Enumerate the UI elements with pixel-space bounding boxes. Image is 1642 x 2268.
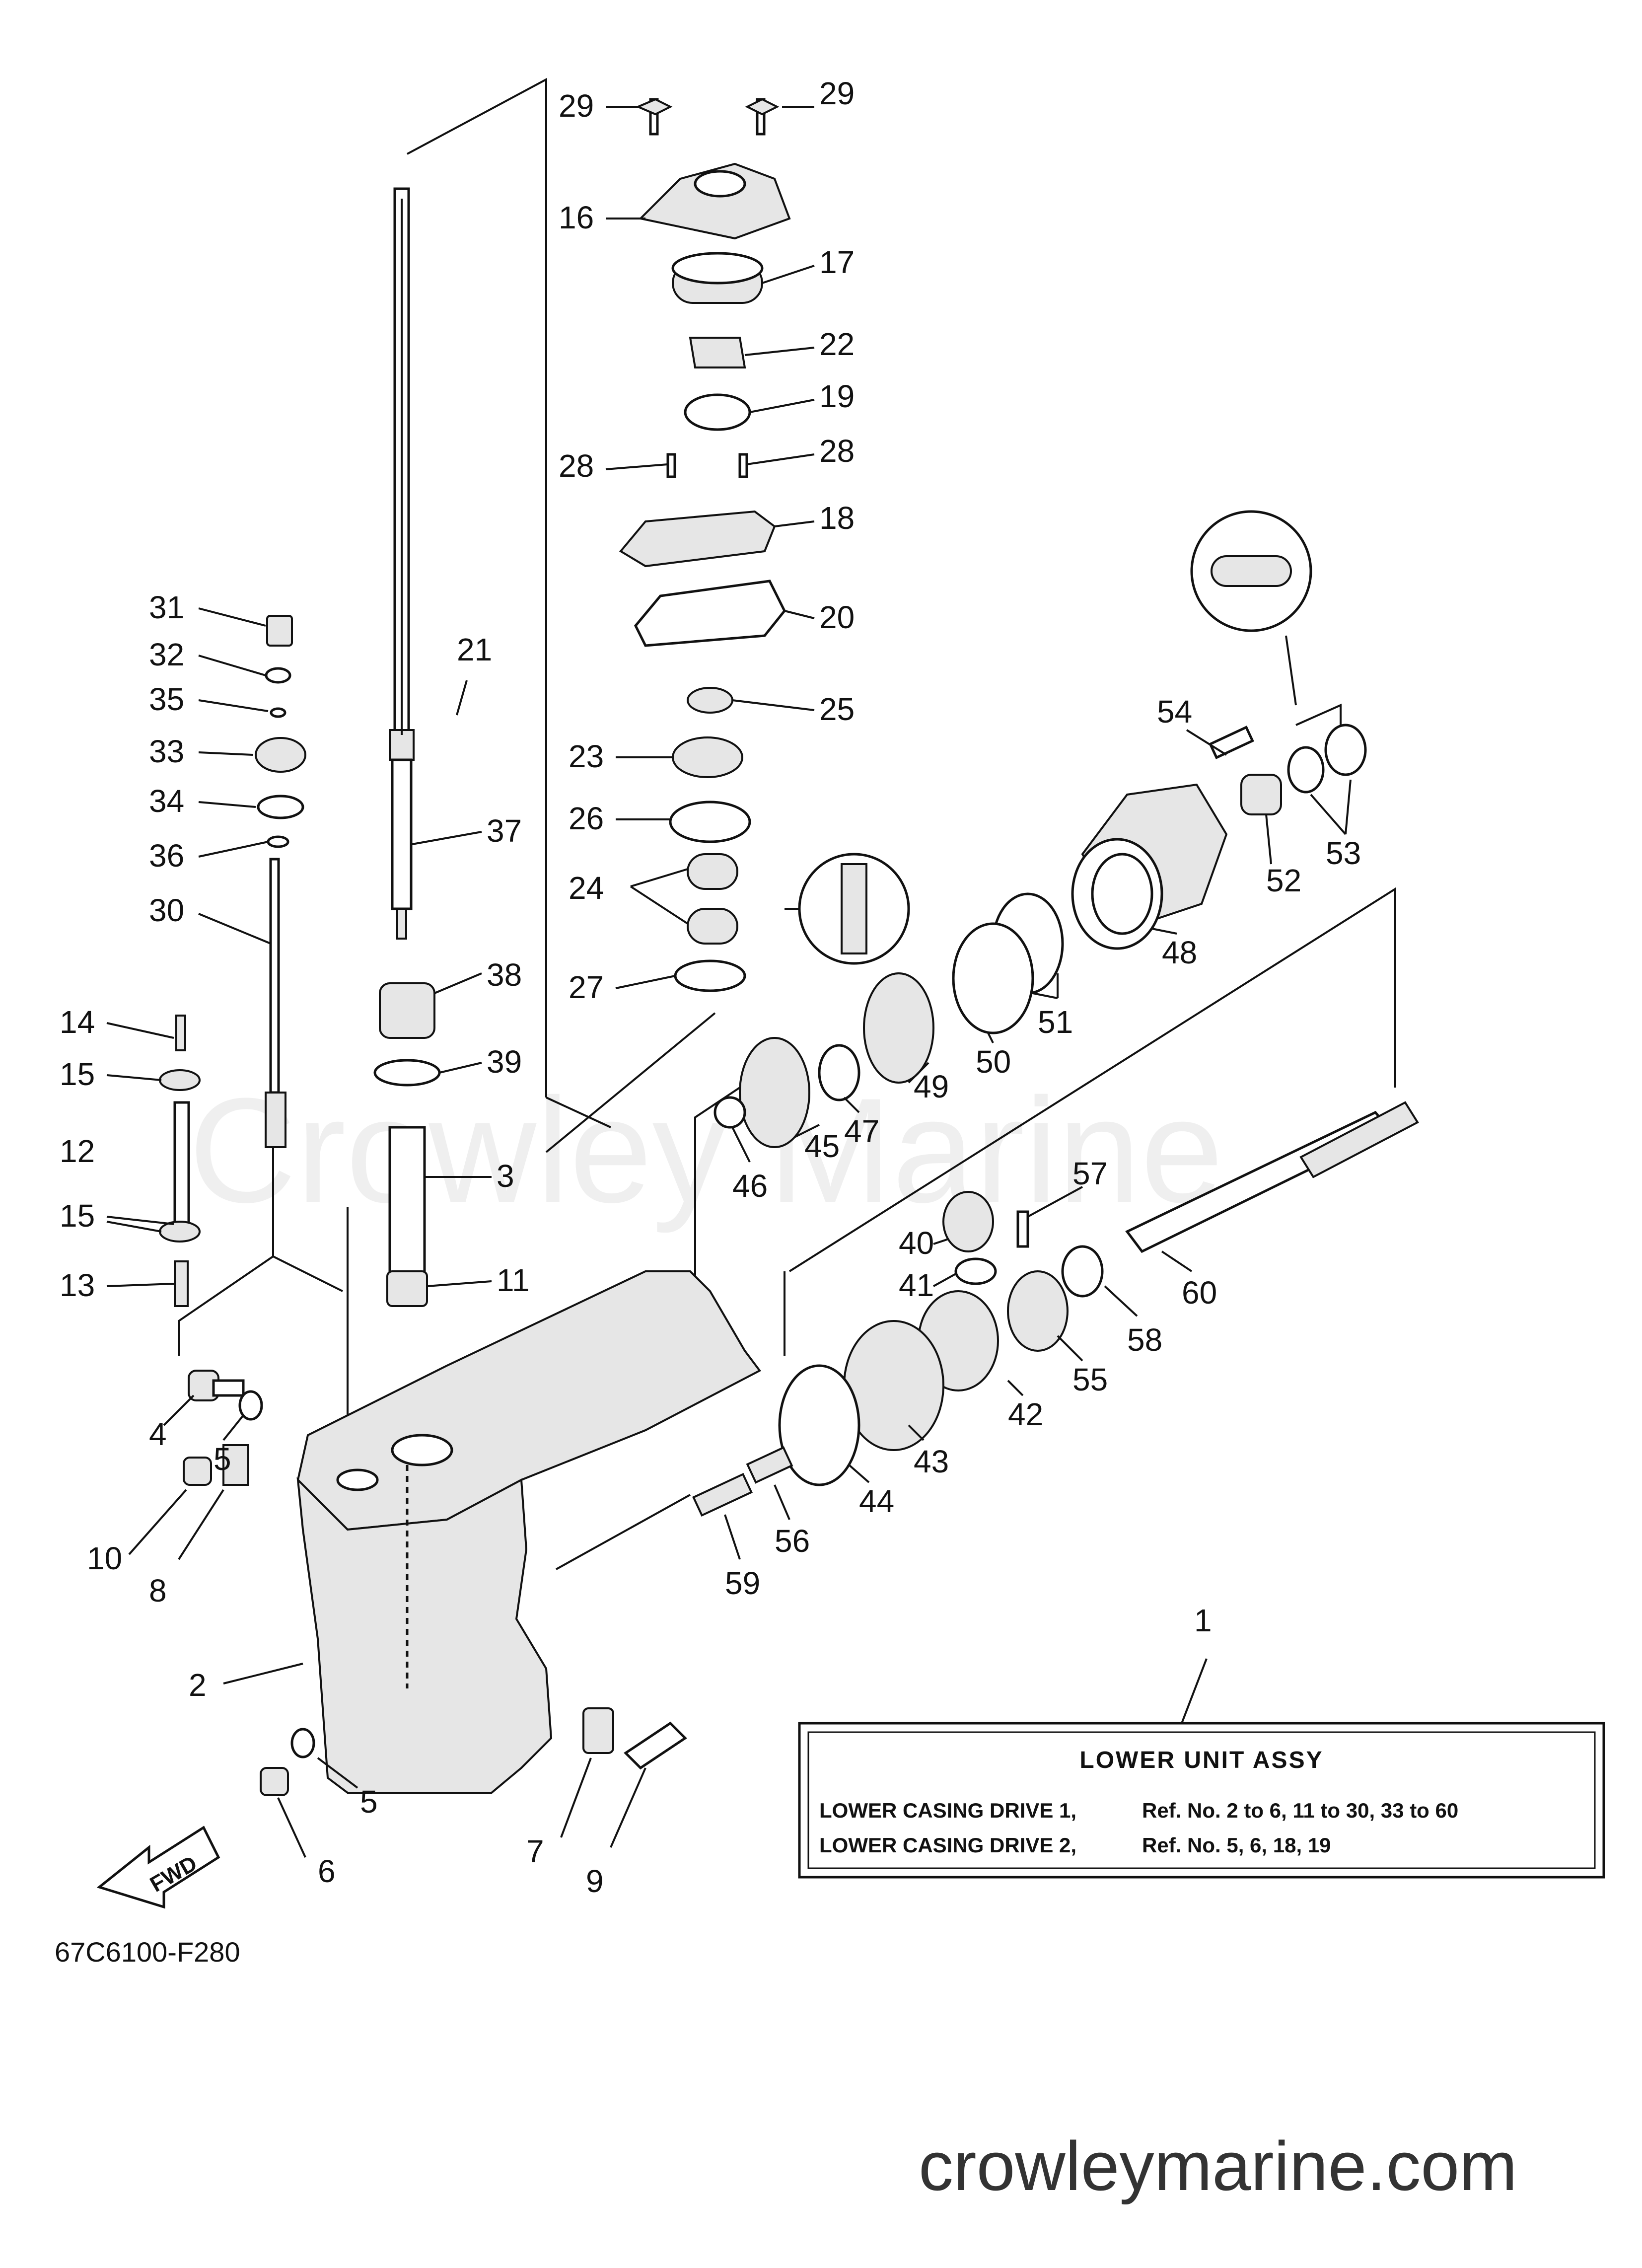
part-label: 45: [804, 1128, 840, 1164]
part-label: 52: [1266, 863, 1301, 898]
leader-lines: [106, 106, 1352, 1858]
part-label: 47: [844, 1113, 879, 1149]
part-label: 44: [859, 1483, 894, 1519]
part-label: 48: [1162, 935, 1197, 970]
part-label: 19: [819, 378, 855, 414]
lower-casing: [296, 1270, 762, 1794]
prop-shaft-housing: [714, 724, 1367, 1148]
table-row-2-name: LOWER CASING DRIVE 2,: [819, 1833, 1076, 1857]
part-label: 9: [586, 1863, 604, 1899]
part-label: 31: [149, 589, 184, 625]
part-label: 29: [559, 88, 594, 124]
part-label: 43: [914, 1444, 949, 1479]
table-row-1-ref: Ref. No. 2 to 6, 11 to 30, 33 to 60: [1142, 1799, 1458, 1822]
part-label: 21: [457, 632, 492, 667]
part-label: 55: [1072, 1362, 1108, 1397]
part-label: 56: [775, 1523, 810, 1559]
part-labels: 29 29 16 17 22 19 28 28 18 20 25 23 26 2…: [60, 75, 1361, 1899]
frame-lines: [178, 77, 1396, 1570]
part-label: 28: [819, 433, 855, 469]
part-label: 5: [360, 1784, 378, 1820]
casing-fasteners: [183, 1370, 687, 1796]
part-label: 3: [497, 1158, 514, 1194]
part-label: 49: [914, 1069, 949, 1104]
part-label: 41: [899, 1267, 934, 1303]
detail-circle-retainer: [1190, 510, 1342, 730]
part-label: 4: [149, 1416, 167, 1452]
part-label: 14: [60, 1004, 95, 1040]
part-label: 13: [60, 1267, 95, 1303]
part-label: 12: [60, 1133, 95, 1169]
part-label: 30: [149, 892, 184, 928]
shaft-bearings: [373, 982, 441, 1307]
assembly-table: LOWER UNIT ASSY LOWER CASING DRIVE 1, Re…: [798, 1722, 1605, 1879]
part-label: 35: [149, 681, 184, 717]
drive-shaft: [389, 187, 415, 940]
part-label: 60: [1182, 1275, 1217, 1311]
part-label: 54: [1157, 694, 1192, 730]
part-label: 22: [819, 326, 855, 362]
fwd-arrow-icon: FWD: [96, 1826, 220, 1909]
part-label: 17: [819, 244, 855, 280]
part-label: 23: [569, 738, 604, 774]
part-label: 7: [526, 1833, 544, 1869]
part-label: 2: [189, 1667, 207, 1703]
part-label: 32: [149, 637, 184, 672]
part-label: 36: [149, 838, 184, 874]
part-label: 1: [1194, 1603, 1212, 1638]
part-label: 37: [487, 813, 522, 849]
part-label: 25: [819, 691, 855, 727]
part-label: 42: [1008, 1396, 1043, 1432]
part-label: 26: [569, 801, 604, 836]
part-label: 39: [487, 1044, 522, 1080]
watermark-text: Crowley Marine: [189, 1067, 1223, 1235]
part-label: 50: [976, 1044, 1011, 1080]
part-label: 15: [60, 1198, 95, 1234]
part-label: 29: [819, 75, 855, 111]
website-url: crowleymarine.com: [919, 2127, 1517, 2205]
part-label: 15: [60, 1056, 95, 1092]
forward-gear-group: [692, 1191, 1104, 1517]
part-label: 20: [819, 599, 855, 635]
part-label: 40: [899, 1225, 934, 1261]
table-row-1-name: LOWER CASING DRIVE 1,: [819, 1799, 1076, 1822]
part-label: 58: [1127, 1322, 1162, 1358]
part-label: 6: [318, 1853, 336, 1889]
part-label: 38: [487, 957, 522, 993]
shift-rod-parts: [255, 615, 306, 848]
part-label: 18: [819, 500, 855, 536]
part-label: 59: [725, 1565, 760, 1601]
water-pump: [619, 98, 791, 992]
part-label: 16: [559, 200, 594, 235]
part-label: 8: [149, 1573, 167, 1609]
part-label: 11: [497, 1262, 529, 1298]
part-label: 57: [1072, 1156, 1108, 1191]
part-label: 24: [569, 870, 604, 906]
part-label: 5: [214, 1441, 231, 1477]
part-label: 53: [1326, 835, 1361, 871]
part-label: 46: [732, 1168, 768, 1204]
part-label: 27: [569, 969, 604, 1005]
detail-circle-bearings: [785, 853, 910, 965]
propeller-shaft: [1125, 1101, 1419, 1253]
table-row-2-ref: Ref. No. 5, 6, 18, 19: [1142, 1833, 1331, 1857]
part-label: 10: [87, 1540, 122, 1576]
part-label: 34: [149, 783, 184, 819]
drawing-code: 67C6100-F280: [55, 1936, 240, 1968]
shift-rod: [265, 858, 286, 1148]
part-label: 28: [559, 448, 594, 484]
table-title: LOWER UNIT ASSY: [1079, 1747, 1323, 1773]
part-label: 51: [1038, 1004, 1073, 1040]
part-label: 33: [149, 733, 184, 769]
